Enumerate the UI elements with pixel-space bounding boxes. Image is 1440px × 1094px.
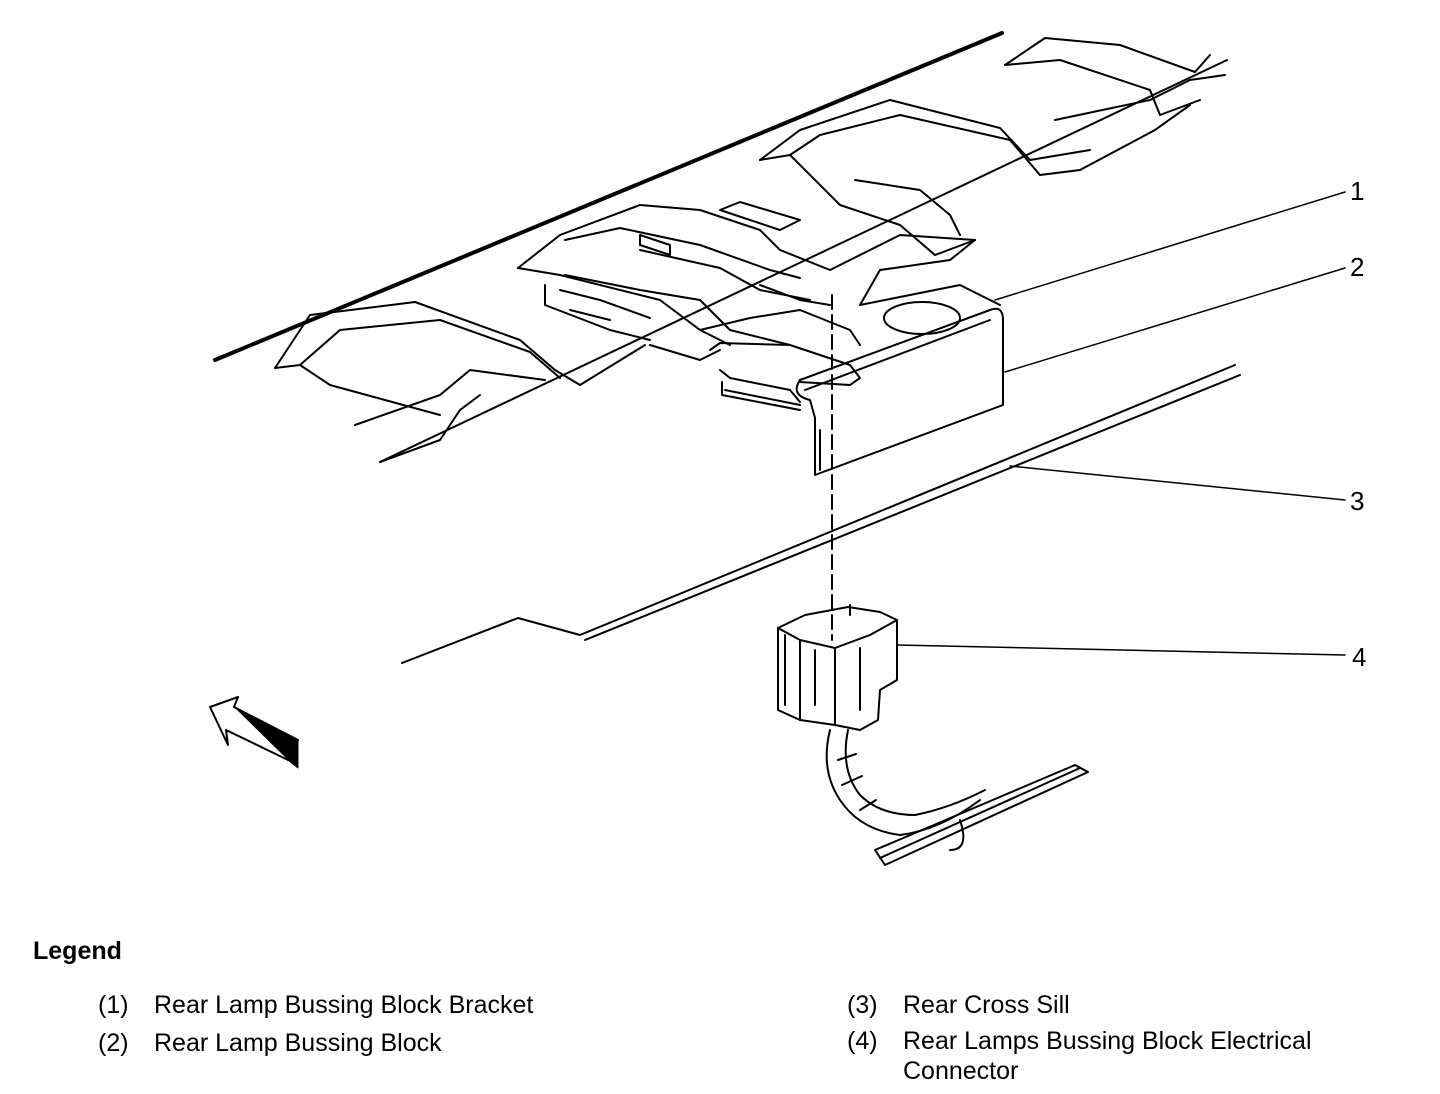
bussing-block-bracket [517, 201, 1001, 361]
leader-lines [896, 191, 1346, 656]
forward-arrow-icon [209, 696, 299, 769]
bussing-block [699, 299, 1004, 476]
legend-item-number: (3) [847, 991, 878, 1019]
floor-ribs [274, 37, 1226, 463]
legend-item-label: Rear Lamp Bussing Block [154, 1029, 442, 1057]
legend-title: Legend [33, 937, 122, 965]
electrical-connector [777, 604, 1089, 866]
floor-panel [213, 31, 1228, 463]
callout-3: 3 [1350, 486, 1365, 516]
legend-item-label: Rear Lamps Bussing Block Electrical [903, 1027, 1312, 1055]
legend-item-number: (1) [98, 991, 129, 1019]
legend-item-label-line2: Connector [903, 1057, 1019, 1085]
legend-item-number: (2) [98, 1029, 129, 1057]
legend-item-number: (4) [847, 1027, 878, 1055]
legend-item-label: Rear Cross Sill [903, 991, 1070, 1019]
callout-4: 4 [1352, 642, 1367, 672]
callout-1: 1 [1350, 176, 1365, 206]
callout-2: 2 [1350, 252, 1365, 282]
bussing-block-diagram [209, 31, 1346, 866]
rear-cross-sill [401, 364, 1241, 664]
legend-item-label: Rear Lamp Bussing Block Bracket [154, 991, 534, 1019]
